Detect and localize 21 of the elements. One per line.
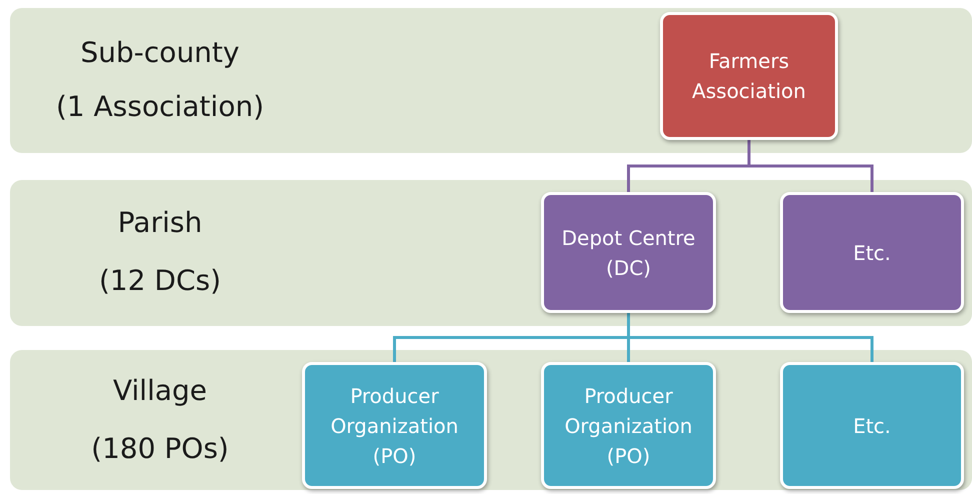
level-band xyxy=(10,180,972,326)
level-name: Parish xyxy=(116,206,204,240)
box-label: Etc. xyxy=(853,412,891,440)
org-box xyxy=(780,362,964,489)
level-band xyxy=(10,8,972,153)
level-count: (180 POs) xyxy=(90,432,230,466)
level-band xyxy=(10,350,972,490)
box-label: Farmers Association xyxy=(691,48,807,105)
box-label: Producer Organization (PO) xyxy=(564,382,694,470)
org-box xyxy=(541,192,716,313)
org-box xyxy=(780,192,964,313)
level-name: Village xyxy=(112,374,208,408)
level-count: (1 Association) xyxy=(55,90,265,124)
box-label: Producer Organization (PO) xyxy=(330,382,460,470)
box-label: Depot Centre (DC) xyxy=(560,224,696,282)
box-label: Etc. xyxy=(853,240,891,266)
level-name: Sub-county xyxy=(80,36,240,70)
org-box xyxy=(541,362,716,489)
org-box xyxy=(660,12,838,140)
level-count: (12 DCs) xyxy=(98,264,222,298)
org-box xyxy=(302,362,487,489)
